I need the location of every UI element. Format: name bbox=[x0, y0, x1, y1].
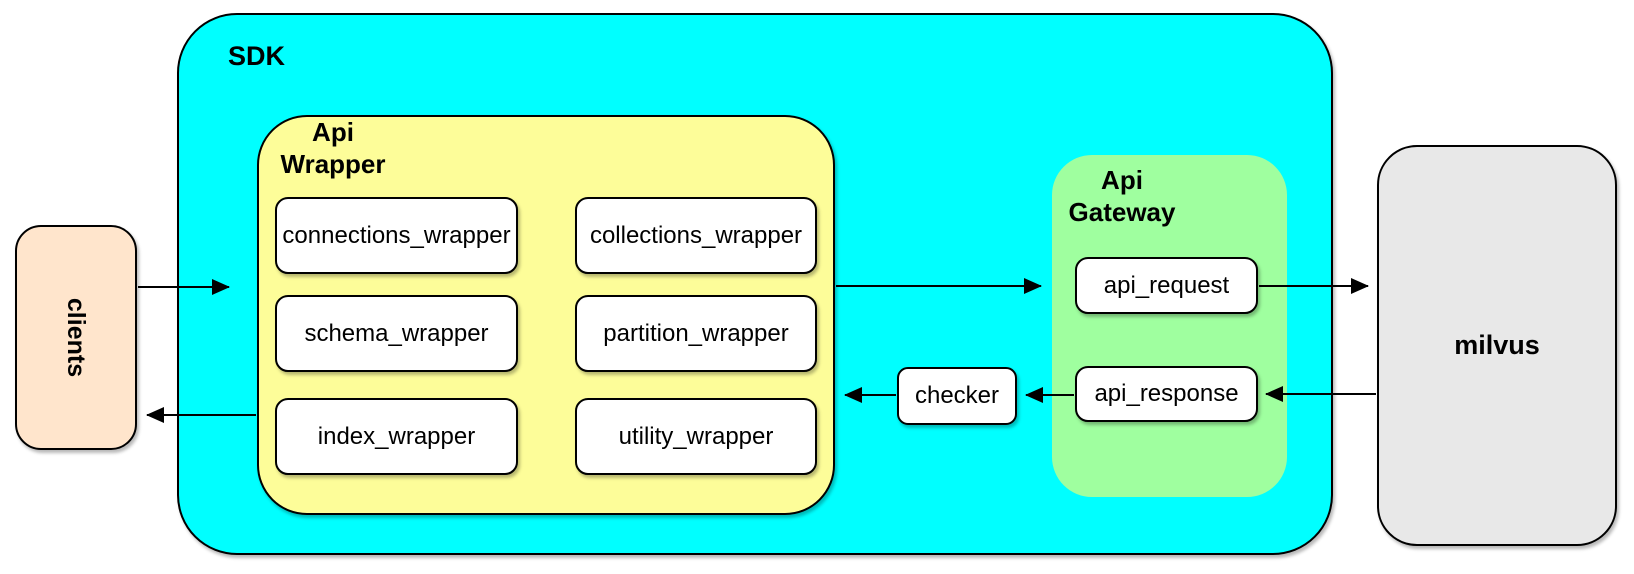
node-utility-wrapper: utility_wrapper bbox=[575, 398, 817, 475]
partition-wrapper-label: partition_wrapper bbox=[603, 319, 789, 347]
node-connections-wrapper: connections_wrapper bbox=[275, 197, 518, 274]
node-schema-wrapper: schema_wrapper bbox=[275, 295, 518, 372]
index-wrapper-label: index_wrapper bbox=[317, 422, 476, 450]
checker-label: checker bbox=[914, 382, 1000, 409]
api-gateway-label: Api Gateway bbox=[1068, 165, 1176, 227]
sdk-label: SDK bbox=[228, 41, 286, 71]
node-clients: clients bbox=[15, 225, 137, 450]
connections-wrapper-label: connections_wrapper bbox=[282, 221, 511, 249]
api-request-label: api_request bbox=[1103, 271, 1230, 299]
milvus-label: milvus bbox=[1454, 330, 1540, 360]
node-milvus: milvus bbox=[1377, 145, 1617, 546]
clients-label: clients bbox=[62, 297, 91, 378]
node-partition-wrapper: partition_wrapper bbox=[575, 295, 817, 372]
node-index-wrapper: index_wrapper bbox=[275, 398, 518, 475]
schema-wrapper-label: schema_wrapper bbox=[304, 319, 489, 347]
collections-wrapper-label: collections_wrapper bbox=[589, 221, 803, 249]
utility-wrapper-label: utility_wrapper bbox=[618, 422, 774, 450]
api-wrapper-label: Api Wrapper bbox=[280, 117, 386, 179]
node-api-response: api_response bbox=[1075, 366, 1258, 422]
api-response-label: api_response bbox=[1094, 380, 1239, 407]
node-checker: checker bbox=[897, 367, 1017, 425]
node-api-gateway bbox=[1052, 155, 1287, 497]
node-collections-wrapper: collections_wrapper bbox=[575, 197, 817, 274]
node-api-request: api_request bbox=[1075, 257, 1258, 314]
